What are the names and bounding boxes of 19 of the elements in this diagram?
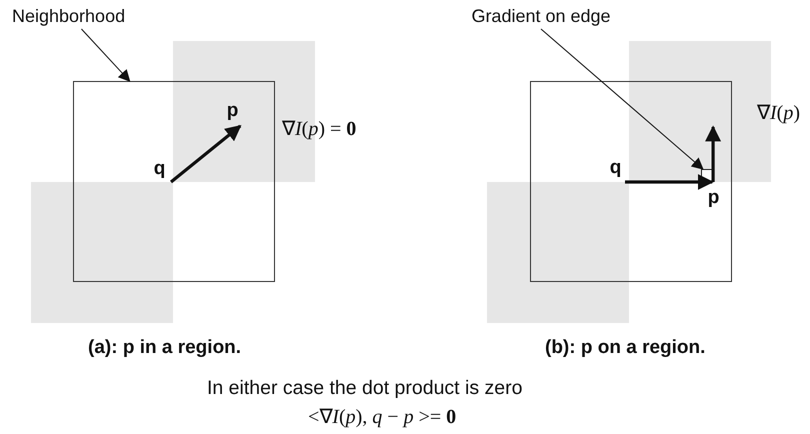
caption: (a): p in a region.	[88, 337, 242, 359]
vector-arrow	[625, 174, 714, 190]
point-label: p	[224, 100, 242, 126]
formula: ∇I(p) = 0	[282, 117, 356, 141]
leader-arrow	[80, 28, 130, 82]
neighborhood-square	[530, 81, 732, 282]
neighborhood-square	[73, 81, 275, 282]
callout-text: Neighborhood	[12, 5, 124, 29]
caption: (b): p on a region.	[545, 337, 706, 359]
point-label: q	[148, 158, 170, 182]
formula: ∇I(p)	[757, 101, 800, 125]
callout-text: Gradient on edge	[468, 5, 614, 29]
vector-arrow	[705, 125, 722, 182]
point-label: q	[606, 156, 624, 182]
leader-arrow	[540, 28, 704, 170]
vector-arrow	[170, 124, 242, 184]
point-label: p	[704, 182, 722, 210]
caption: In either case the dot product is zero	[207, 377, 522, 399]
formula: <∇I(p), q − p >= 0	[308, 405, 456, 429]
